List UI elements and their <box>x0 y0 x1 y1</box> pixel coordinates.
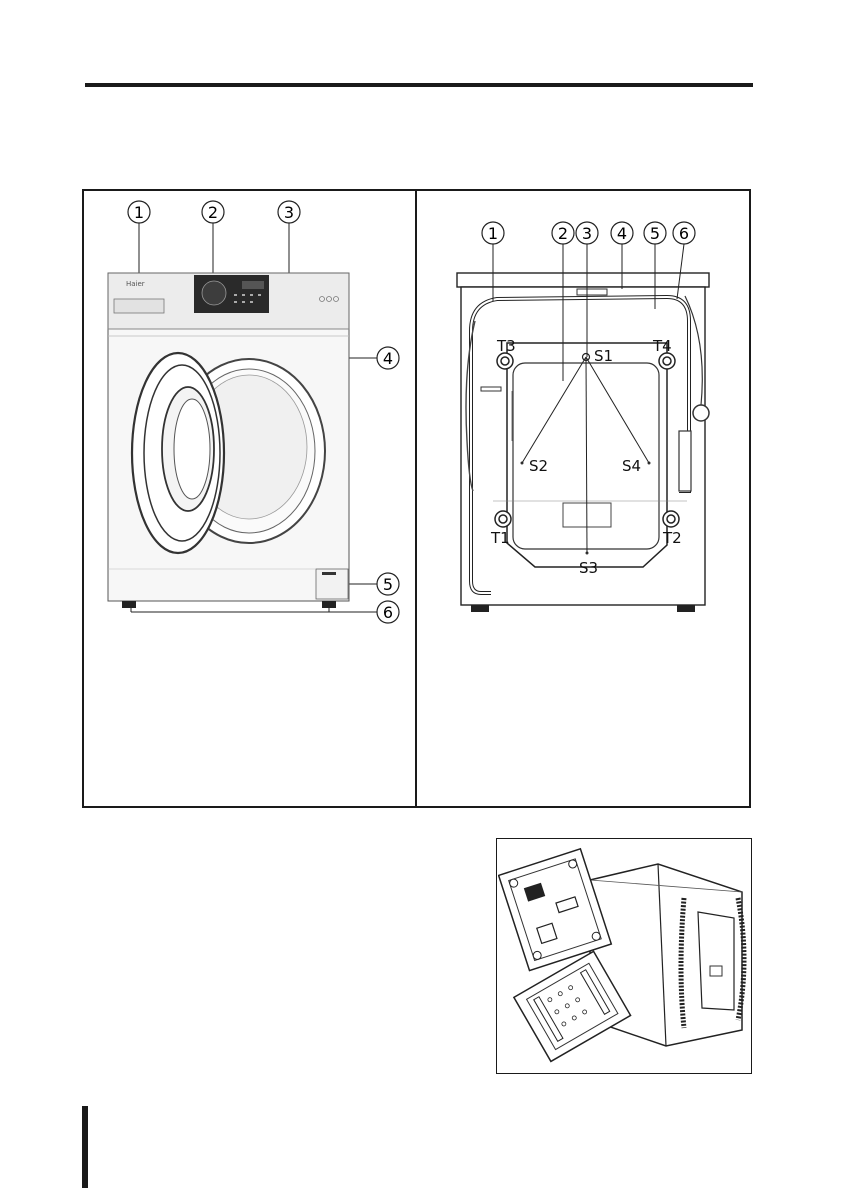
front-callout-3: 3 <box>278 201 300 223</box>
front-callout-5: 5 <box>377 573 399 595</box>
bolt-label-t3: T3 <box>496 337 516 355</box>
front-callout-2: 2 <box>202 201 224 223</box>
bolt-label-t4: T4 <box>652 337 672 355</box>
washer-front: Haier <box>108 273 349 608</box>
svg-text:4: 4 <box>383 349 393 368</box>
adjustable-foot <box>322 601 336 608</box>
bolt-label-t2: T2 <box>662 529 682 547</box>
screw-label-s1: S1 <box>594 347 613 365</box>
back-callout-4: 4 <box>611 222 633 244</box>
svg-text:6: 6 <box>383 603 393 622</box>
front-callout-6: 6 <box>377 601 399 623</box>
screw-label-s2: S2 <box>529 457 548 475</box>
svg-text:5: 5 <box>383 575 393 594</box>
adjustable-foot <box>122 601 136 608</box>
front-callout-4: 4 <box>377 347 399 369</box>
inlet-valve-icon <box>693 405 709 421</box>
svg-text:5: 5 <box>650 224 660 243</box>
screw-label-s4: S4 <box>622 457 641 475</box>
svg-text:3: 3 <box>284 203 294 222</box>
back-callout-6: 6 <box>673 222 695 244</box>
front-view-diagram: 1 2 3 4 5 6 Haier <box>84 191 415 806</box>
back-callout-1: 1 <box>482 222 504 244</box>
page-edge-bar <box>82 1106 88 1188</box>
svg-text:3: 3 <box>582 224 592 243</box>
brand-logo: Haier <box>126 280 145 288</box>
front-callout-1: 1 <box>128 201 150 223</box>
back-callout-3: 3 <box>576 222 598 244</box>
detergent-drawer <box>114 299 164 313</box>
svg-text:2: 2 <box>208 203 218 222</box>
back-callout-2: 2 <box>552 222 574 244</box>
program-knob <box>202 281 226 305</box>
screw-label-s3: S3 <box>579 559 598 577</box>
back-view-diagram: 1 2 3 4 5 6 <box>417 191 749 806</box>
svg-text:4: 4 <box>617 224 627 243</box>
svg-text:6: 6 <box>679 224 689 243</box>
transport-bracket-removal-illustration <box>498 840 750 1072</box>
bolt-label-t1: T1 <box>490 529 510 547</box>
svg-text:1: 1 <box>134 203 144 222</box>
back-callout-5: 5 <box>644 222 666 244</box>
svg-text:2: 2 <box>558 224 568 243</box>
svg-text:1: 1 <box>488 224 498 243</box>
header-rule <box>85 83 753 87</box>
